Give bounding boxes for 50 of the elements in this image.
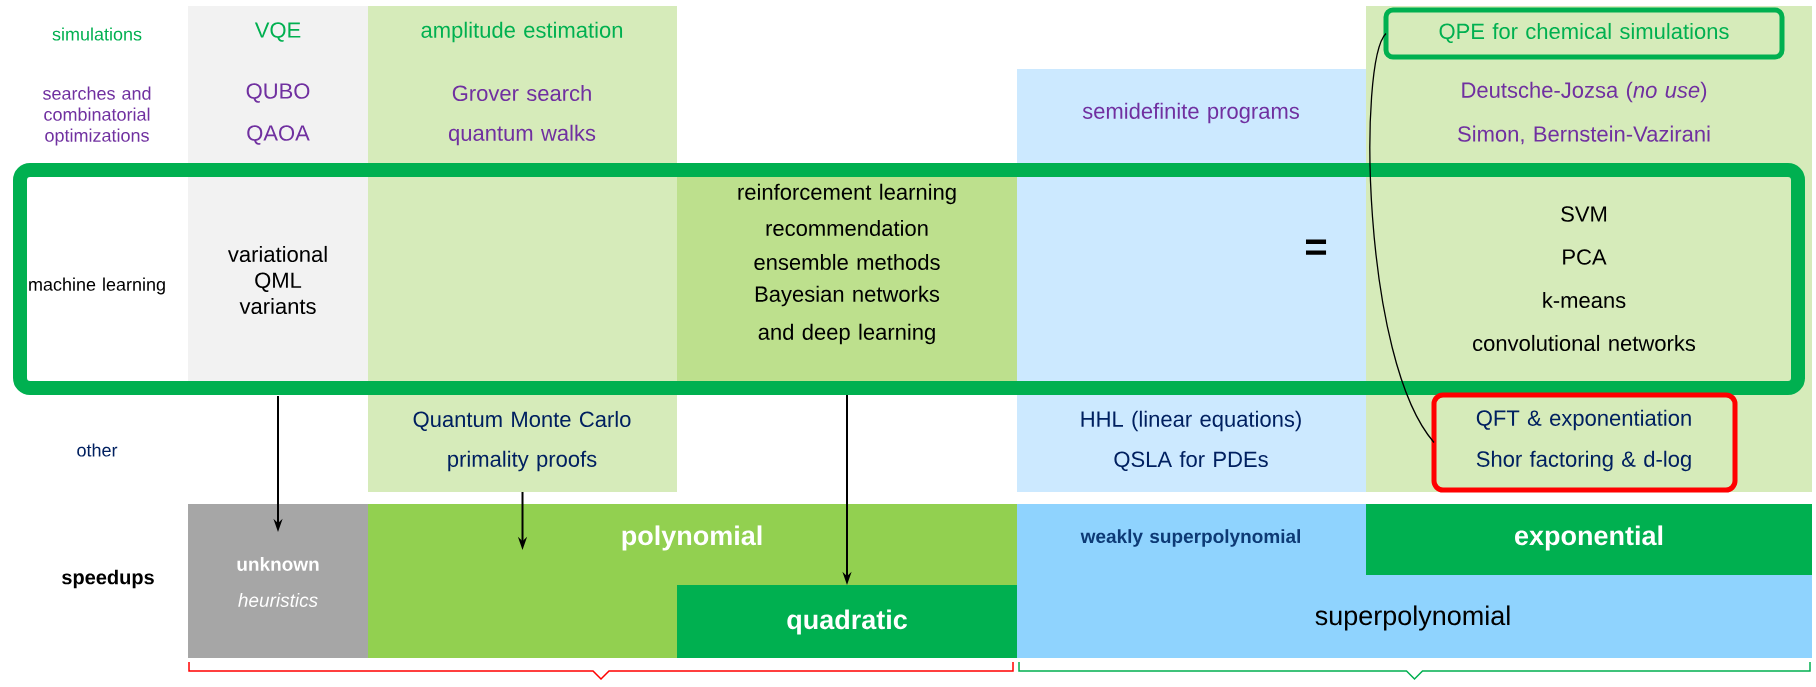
cell-text: Deutsche-Jozsa (no use) [1462,81,1707,103]
cell-text: semidefinite programs [1082,102,1299,124]
cell-text: machine learning [29,277,165,295]
cell-text: recommendation [766,219,928,237]
cell-text: reinforcement learning [738,183,956,205]
equals-sign: = [1306,239,1327,255]
speedup-bar [677,585,1017,658]
row-label: speedups [62,569,154,589]
cell-text: quadratic [787,609,907,635]
cell-text: exponential [1515,525,1663,551]
column-band [1017,69,1366,492]
column-band [368,6,677,492]
cell-text: heuristics [238,593,318,607]
cell-text: QAOA [247,125,310,145]
cell-text: VQE [254,22,301,42]
row-label: simulations [52,27,142,41]
cell-text: polynomial [622,525,762,551]
cell-text: PCA [1563,249,1607,265]
column-band [677,177,1017,381]
cell-text: Bayesian networks [755,285,940,307]
cell-text: superpolynomial [1315,605,1510,631]
row-label: searches and combinatorial optimizations [43,86,151,146]
highlight-box [1383,7,1785,60]
cell-text: QUBO [246,83,310,103]
frame-box [13,163,1805,395]
cell-text: unknown [237,557,319,571]
row-label: other [77,443,118,457]
cell-text: variational QML variants [227,245,327,315]
cell-text: convolutional networks [1473,334,1696,352]
cell-text: QFT & exponentiation [1476,409,1691,431]
column-band [188,6,368,382]
cell-text: Shor factoring & d-log [1476,450,1691,472]
cell-text: QPE for chemical simulations [1439,22,1729,44]
cell-text: quantum walks [448,124,596,146]
cell-text: Simon, Bernstein-Vazirani [1458,125,1710,145]
cell-text: primality proofs [448,450,597,472]
cell-text: and deep learning [758,323,935,345]
cell-text: HHL (linear equations) [1081,410,1301,432]
speedup-bar [188,504,368,658]
speedup-bar [1366,504,1812,575]
cell-text: QSLA for PDEs [1114,450,1268,472]
cell-text: Quantum Monte Carlo [413,410,631,432]
cell-text: ensemble methods [754,253,940,271]
cell-text: SVM [1561,206,1607,222]
cell-text: amplitude estimation [421,21,623,43]
cell-text: k-means [1543,291,1626,309]
cell-text: weakly superpolynomial [1080,529,1300,547]
cell-text: Grover search [452,84,591,102]
highlight-box [1431,392,1738,493]
connector-curve [1369,32,1435,444]
